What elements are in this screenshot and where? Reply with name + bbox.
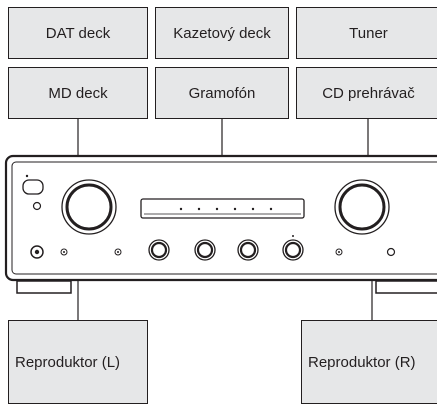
tuner-box: Tuner: [296, 7, 437, 59]
power-button-icon: [22, 179, 44, 195]
md-deck-box: MD deck: [8, 67, 148, 119]
volume-knob-inner: [338, 183, 386, 231]
cd-player-box: CD prehrávač: [296, 67, 437, 119]
amplifier-unit: [4, 154, 437, 294]
cd-player-label: CD prehrávač: [322, 84, 415, 102]
display-indicator-dots: [179, 207, 273, 211]
cassette-deck-label: Kazetový deck: [173, 24, 271, 42]
dat-deck-box: DAT deck: [8, 7, 148, 59]
input-selector-knob-inner: [65, 183, 113, 231]
turntable-box: Gramofón: [155, 67, 289, 119]
source-connection-lines: [77, 119, 369, 156]
md-deck-label: MD deck: [48, 84, 108, 102]
right-speaker-label: Reproduktor (R): [308, 353, 416, 371]
speaker-connection-lines: [77, 281, 373, 320]
dat-deck-label: DAT deck: [45, 24, 111, 42]
display-window: [140, 198, 305, 219]
cassette-deck-box: Kazetový deck: [155, 7, 289, 59]
amplifier-foot-right: [375, 280, 437, 294]
power-led-icon: [25, 174, 29, 178]
tuner-label: Tuner: [349, 24, 388, 42]
turntable-label: Gramofón: [188, 84, 256, 102]
right-speaker-box: Reproduktor (R): [301, 320, 437, 404]
standby-indicator-icon: [32, 201, 42, 211]
left-speaker-label: Reproduktor (L): [15, 353, 121, 371]
left-speaker-box: Reproduktor (L): [8, 320, 148, 404]
amplifier-foot-left: [16, 280, 72, 294]
indicator-right-icon: [386, 247, 396, 257]
tone-control-knobs: [148, 235, 304, 261]
